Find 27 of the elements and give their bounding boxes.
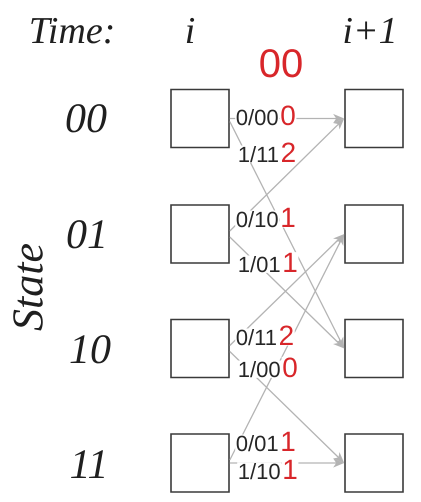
metric-number: 2 [280,142,297,163]
state-box [170,88,230,148]
time-label: i [186,18,194,43]
state-box [170,433,230,493]
edge-label: 1/11 [237,145,280,163]
time-label: i+1 [344,18,394,43]
state-box [170,318,230,378]
state-label: 11 [71,450,104,478]
state-box [344,88,404,148]
state-box [344,433,404,493]
metric-number: 1 [280,207,296,228]
state-label: 00 [66,104,106,132]
state-box [344,204,404,264]
axis-label: Time: [31,18,112,44]
state-label: 01 [68,220,104,248]
metric-number: 1 [282,252,298,273]
metric-number: 1 [282,459,298,480]
edge-label: 0/01 [235,434,280,452]
axis-label: State [13,244,43,330]
metric-number: 1 [280,431,296,452]
metric-number: 0 [280,104,296,126]
metric-number: 2 [278,324,295,346]
received-symbol: 00 [258,48,304,78]
state-label: 10 [70,335,110,364]
metric-number: 0 [282,356,298,378]
state-box [344,318,404,378]
state-box [170,204,230,264]
